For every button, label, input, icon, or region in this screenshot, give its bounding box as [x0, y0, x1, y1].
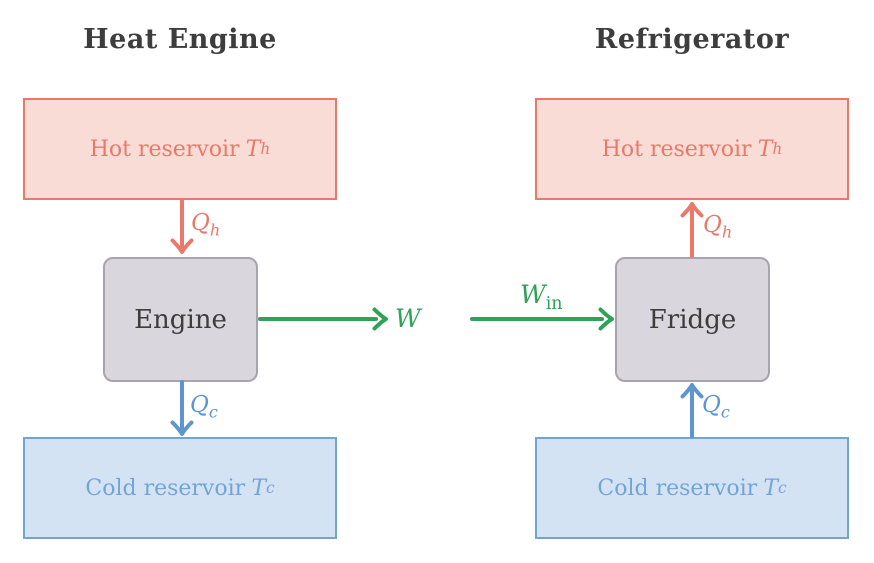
cold-reservoir-label-left: Cold reservoir — [85, 475, 246, 501]
hot-temp-symbol-right: T — [757, 136, 773, 162]
cold-temp-symbol-left: T — [251, 475, 266, 501]
cold-temp-symbol-right: T — [763, 475, 778, 501]
hot-reservoir-label-right: Hot reservoir — [601, 136, 752, 162]
work-out-arrow-left — [258, 307, 388, 331]
fridge-box: Fridge — [615, 257, 770, 382]
heat-in-arrow-right — [680, 383, 704, 438]
qc-label-left: Qc — [190, 392, 218, 422]
engine-label: Engine — [134, 304, 227, 335]
refrigerator-title: Refrigerator — [594, 24, 790, 55]
fridge-label: Fridge — [648, 304, 737, 335]
qh-label-left: Qh — [191, 210, 221, 240]
hot-reservoir-label-left: Hot reservoir — [89, 136, 240, 162]
heat-engine-title: Heat Engine — [83, 24, 277, 55]
cold-reservoir-label-right: Cold reservoir — [597, 475, 758, 501]
cold-temp-subscript-left: c — [266, 479, 275, 497]
cold-temp-subscript-right: c — [778, 479, 787, 497]
w-label-left: W — [395, 304, 421, 333]
qh-label-right: Qh — [703, 212, 733, 242]
win-label-right: Win — [520, 280, 563, 314]
hot-temp-symbol-left: T — [245, 136, 261, 162]
heat-out-arrow-right — [680, 202, 704, 258]
hot-temp-subscript-left: h — [260, 140, 271, 158]
heat-in-arrow-left — [170, 199, 194, 254]
qc-label-right: Qc — [702, 392, 730, 422]
hot-temp-subscript-right: h — [772, 140, 783, 158]
engine-box: Engine — [103, 257, 258, 382]
heat-out-arrow-left — [170, 380, 194, 436]
